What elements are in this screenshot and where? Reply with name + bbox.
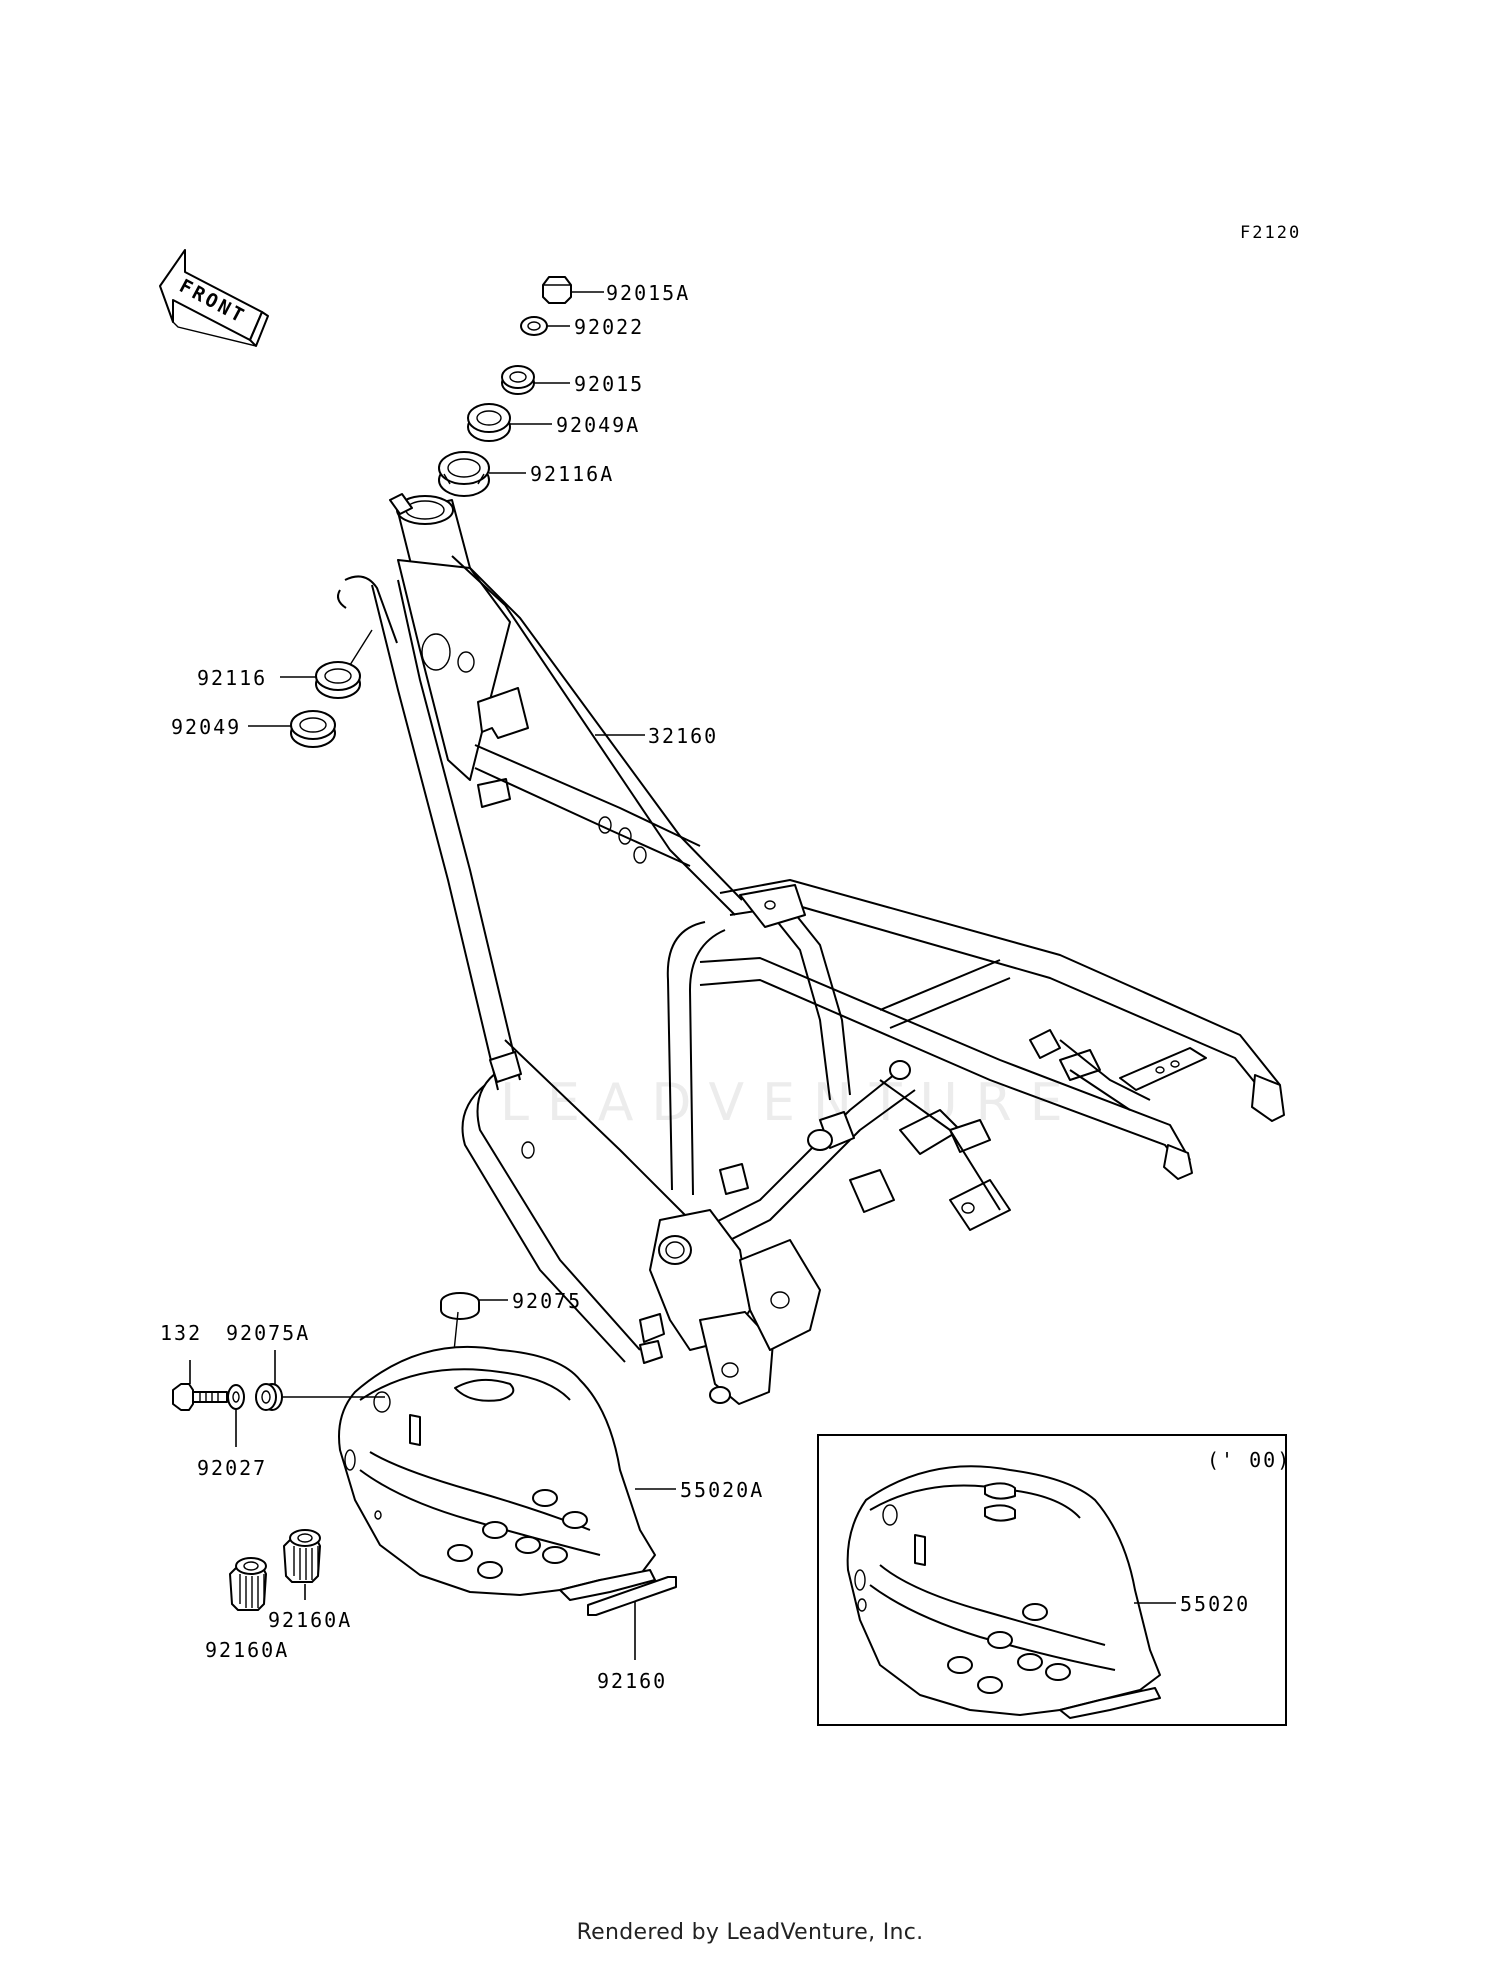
front-direction-arrow-icon: FRONT — [159, 249, 269, 347]
part-92075-cap — [440, 1292, 480, 1320]
part-92160A-collar-1 — [229, 1557, 267, 1611]
part-92116-bearing — [315, 661, 361, 699]
part-label-32160: 32160 — [648, 724, 718, 748]
part-92160A-collar-2 — [283, 1529, 321, 1583]
part-92160-bar — [587, 1576, 677, 1616]
part-92015A-nut — [542, 276, 572, 304]
part-label-92049A: 92049A — [556, 413, 640, 437]
part-92075A-collar — [255, 1383, 283, 1411]
part-92015-nut — [501, 365, 535, 395]
part-label-92049: 92049 — [171, 715, 241, 739]
part-label-92015A: 92015A — [606, 281, 690, 305]
part-label-92116A: 92116A — [530, 462, 614, 486]
inset-box: (' 00) 55020 — [817, 1434, 1291, 1726]
part-label-92075: 92075 — [512, 1289, 582, 1313]
part-92116A-bearing — [438, 451, 490, 497]
part-label-92160: 92160 — [597, 1669, 667, 1693]
part-label-92116: 92116 — [197, 666, 267, 690]
part-label-55020: 55020 — [1180, 1592, 1250, 1616]
part-55020-skid-plate — [846, 1465, 1161, 1719]
part-132-bolt — [172, 1383, 228, 1411]
part-label-92075A: 92075A — [226, 1321, 310, 1345]
part-label-92022: 92022 — [574, 315, 644, 339]
diagram-code: F2120 — [1240, 223, 1301, 243]
part-label-55020A: 55020A — [680, 1478, 764, 1502]
footer-credit: Rendered by LeadVenture, Inc. — [576, 1920, 924, 1945]
part-55020A-skid-plate — [338, 1345, 656, 1601]
part-label-92027: 92027 — [197, 1456, 267, 1480]
inset-year-note: (' 00) — [1207, 1448, 1291, 1472]
part-label-92160A-lower: 92160A — [205, 1638, 289, 1662]
part-label-92160A-upper: 92160A — [268, 1608, 352, 1632]
part-92022-washer — [520, 316, 548, 336]
part-label-132: 132 — [160, 1321, 202, 1345]
part-92049A-seal — [467, 403, 511, 442]
part-32160-frame — [337, 493, 1285, 1405]
part-label-92015: 92015 — [574, 372, 644, 396]
part-92027-washer — [227, 1384, 245, 1410]
part-92049-seal — [290, 710, 336, 748]
